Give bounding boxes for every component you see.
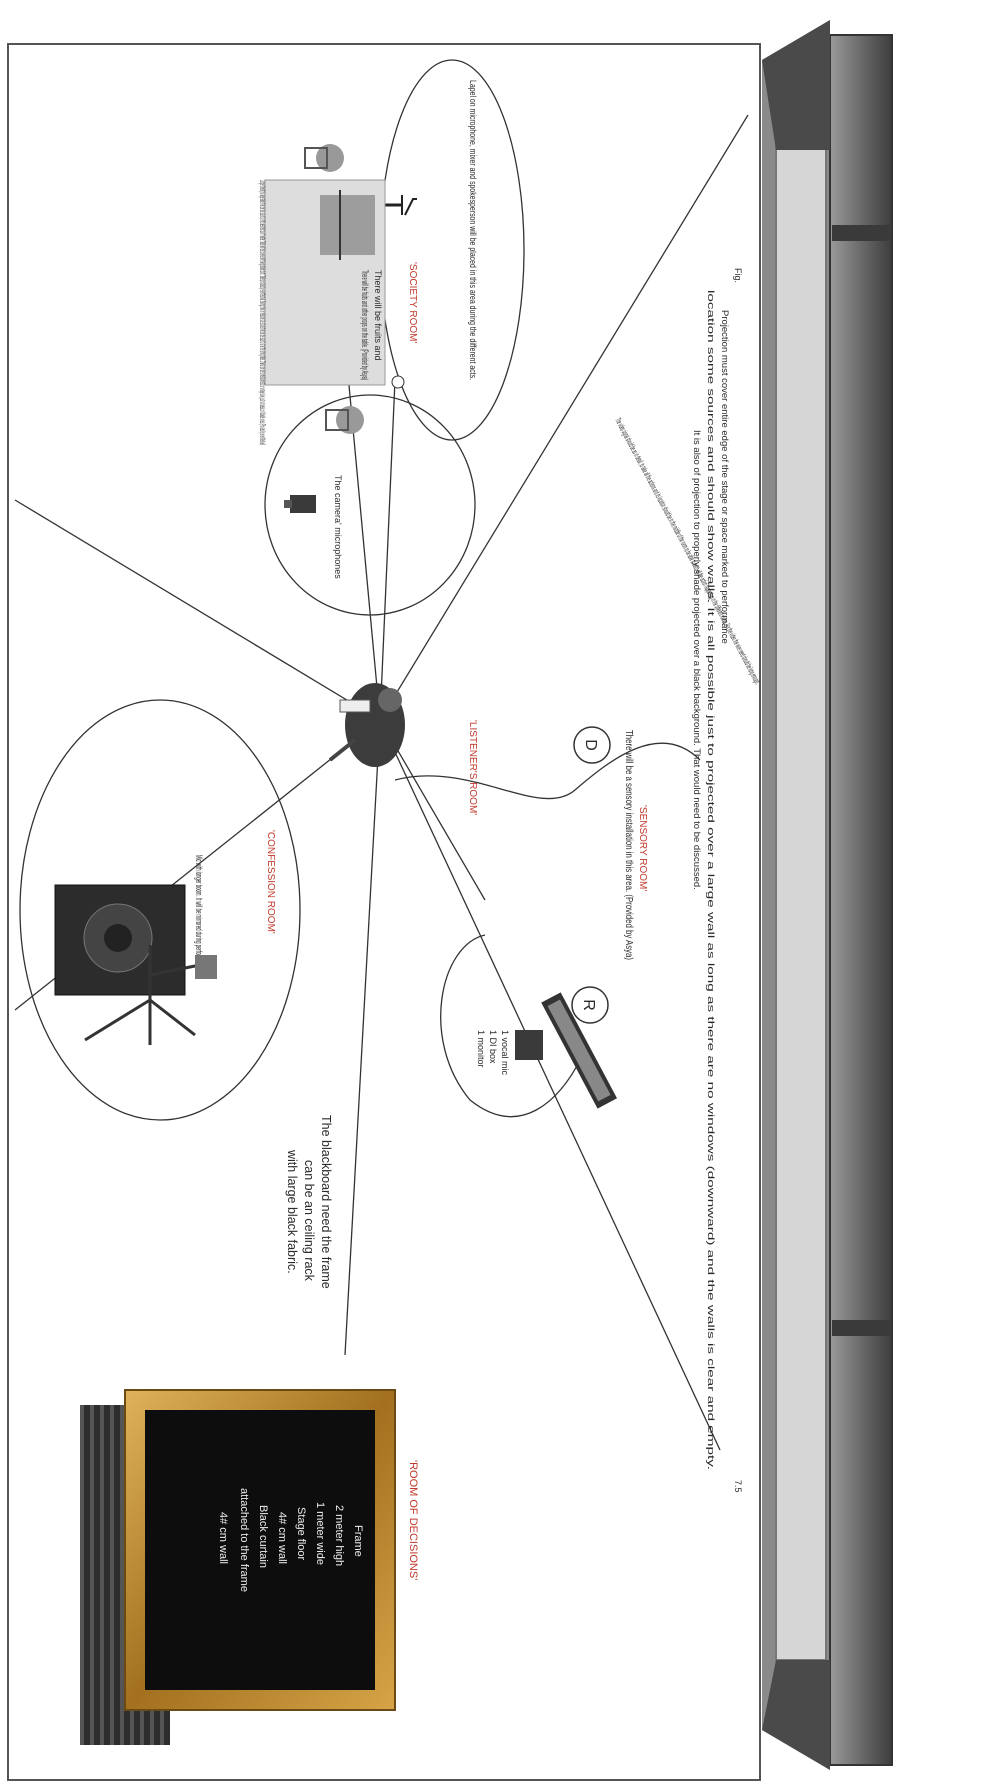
marker-d: D <box>582 739 599 751</box>
marker-r-circle <box>571 986 609 1024</box>
stage-notes: Projection must cover entire edge of the… <box>691 290 730 1470</box>
board-line-2: 2 meter high <box>333 1505 345 1566</box>
table-chair-icon <box>264 179 386 386</box>
stage-note-3: It is also of projection to properly sha… <box>691 430 702 890</box>
blackboard-note-2: can be an ceiling rack <box>302 1160 316 1282</box>
chairs-note: Longer format (no large table that can b… <box>258 180 268 445</box>
confession-room-title: 'CONFESSION ROOM' <box>265 830 276 934</box>
board-line-4: Stage floor <box>295 1507 307 1561</box>
r-item-2: 1 DI box <box>488 1030 498 1064</box>
blackboard-note-1: The blackboard need the frame <box>319 1115 333 1289</box>
board-lines: Frame 2 meter high 1 meter wide Stage fl… <box>217 1488 364 1592</box>
board-line-6: Black curtain <box>257 1505 269 1568</box>
board-line-3: 1 meter wide <box>314 1502 326 1565</box>
decisions-room: 'ROOM OF DECISIONS' Frame 2 meter high 1… <box>80 1389 419 1745</box>
keyboard-icon <box>541 992 617 1109</box>
marker-r: R <box>580 999 597 1011</box>
r-area: R 1 vocal mic 1 DI box 1 monitor <box>476 986 617 1109</box>
table-note-1: There will be fruits and <box>373 270 383 361</box>
cable-point <box>391 375 405 389</box>
mic-stand-icon <box>84 945 217 1045</box>
sensory-note: There will be a sensory installation in … <box>623 730 634 960</box>
chalkboard-icon <box>80 1389 396 1745</box>
amp-icon <box>515 1030 543 1060</box>
board-line-7: attached to the frame <box>238 1488 250 1592</box>
sensory-room-title: 'SENSORY ROOM' <box>637 805 648 891</box>
fig-label-left: Fig. <box>733 268 743 283</box>
blackboard-note-3: with large black fabric. <box>285 1149 299 1274</box>
blackboard-note: The blackboard need the frame can be an … <box>285 1115 333 1289</box>
marker-d-circle <box>573 726 611 764</box>
confession-room: 'CONFESSION ROOM' Mic with longer boom. … <box>54 830 276 1045</box>
society-room: 'SOCIETY ROOM' Lapel on microphone, mixe… <box>258 80 478 579</box>
board-line-1: Frame <box>352 1525 364 1557</box>
camera-icon <box>284 495 316 513</box>
lapel-note: Lapel on microphone, mixer and spokesper… <box>468 80 478 380</box>
r-item-3: 1 monitor <box>476 1030 486 1068</box>
fig-label-right: 7.5 <box>733 1480 743 1493</box>
speaker-icon <box>54 884 186 996</box>
decisions-room-title: 'ROOM OF DECISIONS' <box>407 1460 419 1580</box>
sensory-room: 'SENSORY ROOM' There will be a sensory i… <box>573 726 648 960</box>
board-line-8: 4# cm wall <box>217 1512 229 1564</box>
chair-icon <box>325 406 364 434</box>
stage-platform-icon <box>762 20 893 1770</box>
person-icon <box>328 683 405 767</box>
society-room-title: 'SOCIETY ROOM' <box>407 262 418 344</box>
confession-note: Mic with longer boom. It will be mirrore… <box>194 855 204 970</box>
chair-icon <box>304 144 344 172</box>
stage-note-2: location some sources and should show wa… <box>705 290 716 1470</box>
listeners-room-title: 'LISTENER'S ROOM' <box>467 720 478 815</box>
r-item-1: 1 vocal mic <box>500 1030 510 1076</box>
table-note: There will be fruits and other props on … <box>360 270 370 380</box>
camera-note: The camera' microphones <box>333 475 343 579</box>
stage-note-1: Projection must cover entire edge of the… <box>719 310 730 644</box>
board-line-5: 4# cm wall <box>276 1512 288 1564</box>
